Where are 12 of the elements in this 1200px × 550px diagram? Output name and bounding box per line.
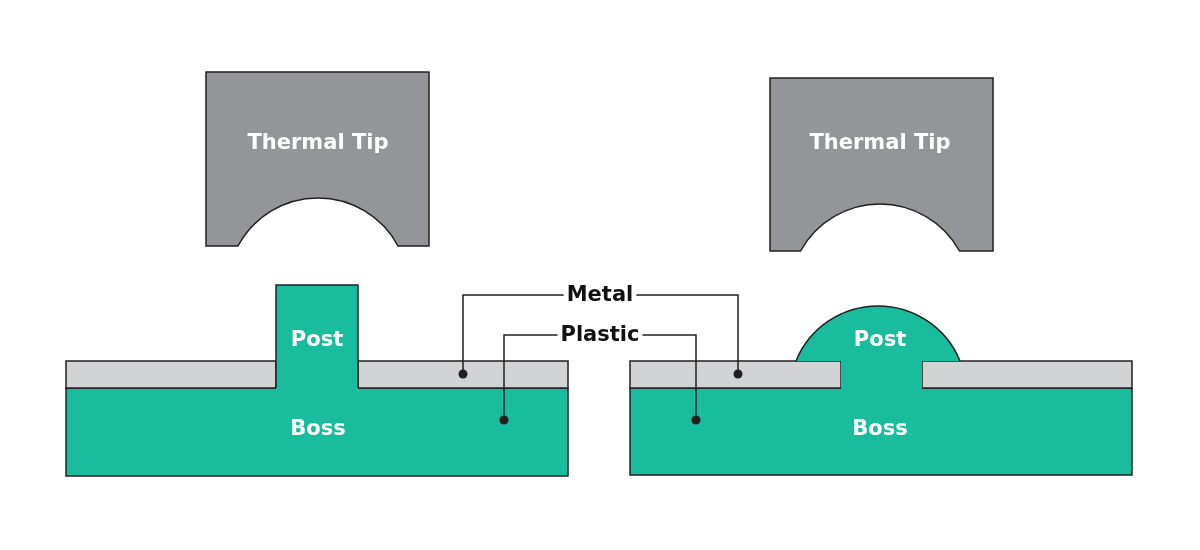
leader-line	[458, 294, 565, 379]
leader-line	[499, 334, 559, 425]
part-label: Boss	[290, 417, 346, 441]
part-label: Post	[290, 328, 344, 352]
part-label: Plastic	[557, 323, 643, 347]
leader-line	[635, 294, 743, 379]
part-label: Post	[853, 328, 907, 352]
leader-line	[641, 334, 701, 425]
part-label: Thermal Tip	[809, 131, 951, 155]
part-label: Metal	[563, 283, 637, 307]
part-label: Thermal Tip	[247, 131, 389, 155]
part-label: Boss	[852, 417, 908, 441]
